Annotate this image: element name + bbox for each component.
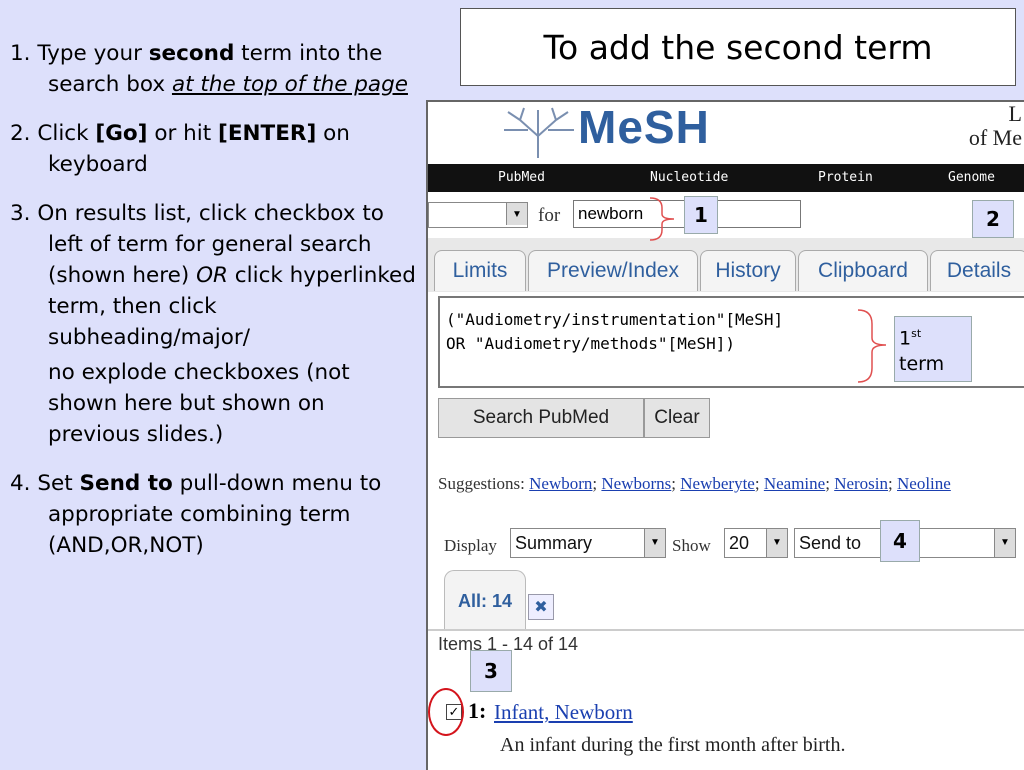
- search-brace-icon: [649, 197, 675, 241]
- chevron-down-icon[interactable]: ▼: [994, 529, 1015, 557]
- tab-divider: [428, 629, 1024, 631]
- database-nav: PubMed Nucleotide Protein Genome: [428, 164, 1024, 192]
- step-3-continued: no explode checkboxes (not shown here bu…: [48, 360, 350, 447]
- callout-4: 4: [880, 520, 920, 562]
- display-controls: Display Summary ▼ Show 20 ▼ Send to ▼: [438, 524, 1024, 564]
- chevron-down-icon[interactable]: ▼: [766, 529, 787, 557]
- show-select[interactable]: 20 ▼: [724, 528, 788, 558]
- suggestion-link[interactable]: Newborn: [529, 474, 593, 493]
- clear-button[interactable]: Clear: [644, 398, 710, 438]
- tab-preview-index[interactable]: Preview/Index: [528, 250, 698, 291]
- highlight-circle: [428, 688, 464, 736]
- search-pubmed-button[interactable]: Search PubMed: [438, 398, 644, 438]
- step-4: 4. Set Send to pull-down menu to appropr…: [10, 468, 422, 561]
- tab-history[interactable]: History: [700, 250, 796, 291]
- step-3-or: OR: [196, 263, 228, 288]
- nav-nucleotide[interactable]: Nucleotide: [650, 170, 729, 185]
- callout-first-term: 1st term: [894, 316, 972, 382]
- org-line-1: L: [1008, 101, 1022, 126]
- mesh-logo[interactable]: MeSH: [578, 101, 710, 153]
- term-superscript: st: [911, 327, 922, 340]
- step-4-post: pull-down menu to appropriate combining …: [48, 471, 382, 558]
- display-label: Display: [444, 536, 497, 555]
- suggestion-link[interactable]: Newborns: [601, 474, 672, 493]
- step-4-bold: Send to: [79, 471, 173, 496]
- term-word: term: [899, 353, 945, 376]
- org-line-2: of Me: [968, 125, 1022, 150]
- step-2-mid: or hit: [147, 121, 219, 146]
- nav-genome[interactable]: Genome: [948, 170, 995, 185]
- term-number: 1: [899, 327, 912, 350]
- query-brace-icon: [857, 309, 887, 383]
- items-count: Items 1 - 14 of 14: [438, 634, 579, 654]
- chevron-down-icon[interactable]: ▼: [644, 529, 665, 557]
- suggestions-line: Suggestions: Newborn; Newborns; Newberyt…: [438, 474, 951, 493]
- step-1-bold: second: [148, 41, 235, 66]
- slide-title: To add the second term: [460, 8, 1016, 86]
- show-value: 20: [729, 533, 750, 553]
- result-title-link[interactable]: Infant, Newborn: [494, 700, 633, 724]
- step-1-mid: term into the search box: [48, 41, 383, 97]
- step-1: 1. Type your second term into the search…: [10, 38, 422, 100]
- step-3-text: 3. On results list, click checkbox to le…: [10, 201, 384, 288]
- mesh-screenshot: MeSH L of Me PubMed Nucleotide Protein G…: [426, 100, 1024, 770]
- org-name: L of Me: [969, 102, 1022, 150]
- nav-pubmed[interactable]: PubMed: [498, 170, 545, 185]
- result-number: 1:: [468, 698, 487, 723]
- suggestion-link[interactable]: Newberyte: [680, 474, 755, 493]
- step-1-underlined: at the top of the page: [171, 72, 408, 97]
- display-select[interactable]: Summary ▼: [510, 528, 666, 558]
- search-bar: ▼ for: [428, 196, 1024, 234]
- callout-3: 3: [470, 650, 512, 692]
- tree-logo-icon: [504, 107, 574, 158]
- for-label: for: [538, 205, 561, 226]
- chevron-down-icon[interactable]: ▼: [506, 203, 527, 225]
- suggestions-label: Suggestions:: [438, 474, 525, 493]
- step-2-post: on keyboard: [48, 121, 350, 177]
- show-label: Show: [672, 536, 711, 555]
- step-2-enter: [ENTER]: [218, 121, 317, 146]
- nav-protein[interactable]: Protein: [818, 170, 873, 185]
- result-description: An infant during the first month after b…: [500, 734, 846, 756]
- suggestion-link[interactable]: Nerosin: [834, 474, 889, 493]
- query-line-1: ("Audiometry/instrumentation"[MeSH]: [446, 310, 784, 329]
- tab-all-results[interactable]: All: 14: [444, 570, 526, 631]
- tab-limits[interactable]: Limits: [434, 250, 526, 291]
- suggestion-link[interactable]: Neamine: [763, 474, 826, 493]
- step-2: 2. Click [Go] or hit [ENTER] on keyboard: [10, 118, 422, 180]
- tools-icon[interactable]: ✖: [528, 594, 554, 620]
- step-4-pre: 4. Set: [10, 471, 80, 496]
- send-to-label: Send to: [799, 533, 862, 553]
- step-1-pre: 1. Type your: [10, 41, 149, 66]
- tab-clipboard[interactable]: Clipboard: [798, 250, 928, 291]
- tab-details[interactable]: Details: [930, 250, 1024, 291]
- query-line-2: OR "Audiometry/methods"[MeSH]): [446, 334, 735, 353]
- database-select[interactable]: ▼: [428, 202, 528, 228]
- instructions-panel: 1. Type your second term into the search…: [10, 38, 422, 579]
- callout-1: 1: [684, 196, 718, 234]
- step-2-go: [Go]: [95, 121, 148, 146]
- step-2-pre: 2. Click: [10, 121, 96, 146]
- callout-2: 2: [972, 200, 1014, 238]
- display-value: Summary: [515, 533, 593, 553]
- step-3: 3. On results list, click checkbox to le…: [10, 198, 422, 353]
- suggestion-link[interactable]: Neoline: [897, 474, 951, 493]
- step-3-post: click hyperlinked term, then click subhe…: [48, 263, 416, 350]
